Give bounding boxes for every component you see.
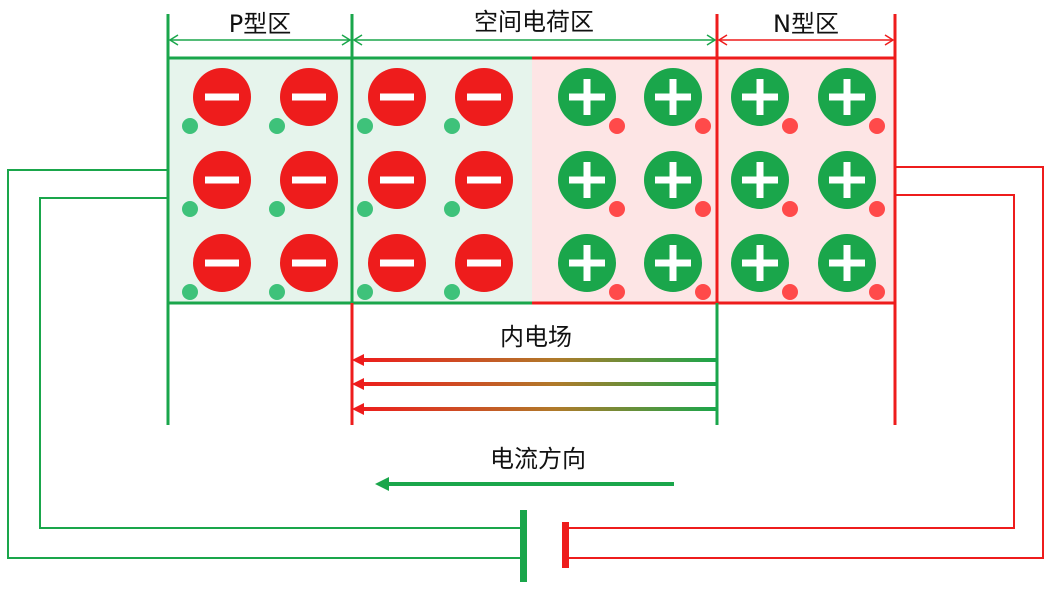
hole-dot (444, 201, 460, 217)
region-outlines (166, 14, 897, 425)
wire-outer-n (569, 166, 1044, 559)
electron-dot (695, 201, 711, 217)
electron-dot (695, 284, 711, 300)
electron-dot (869, 118, 885, 134)
minus-circle-icon (455, 234, 513, 292)
hole-dot (444, 118, 460, 134)
battery-icon (520, 510, 569, 582)
minus-circle-icon (193, 151, 251, 209)
field-arrow-head-2 (352, 378, 364, 390)
wire-inner-n (569, 194, 1015, 529)
plus-circle-icon (558, 151, 616, 209)
electron-dot (869, 201, 885, 217)
hole-dot (357, 118, 373, 134)
minus-circle-icon (368, 234, 426, 292)
electron-dot (609, 118, 625, 134)
external-circuit (7, 166, 1044, 559)
plus-circle-icon (818, 234, 876, 292)
minus-circle-icon (455, 68, 513, 126)
current-direction-label: 电流方向 (490, 445, 586, 473)
hole-dot (444, 284, 460, 300)
plus-circle-icon (818, 151, 876, 209)
hole-dot (182, 201, 198, 217)
electron-dot (609, 284, 625, 300)
electron-dot (609, 201, 625, 217)
field-arrow-line-1 (358, 358, 717, 362)
minus-circle-icon (455, 151, 513, 209)
n-region-label: N型区 (773, 10, 839, 38)
hole-dot (182, 118, 198, 134)
battery-short-plate (562, 522, 569, 568)
hole-dot (269, 201, 285, 217)
wire-inner-p (39, 197, 520, 529)
minus-circle-icon (280, 68, 338, 126)
hole-dot (182, 284, 198, 300)
current-direction-arrow (375, 477, 674, 491)
hole-dot (269, 284, 285, 300)
battery-long-plate (520, 510, 527, 582)
minus-circle-icon (193, 68, 251, 126)
electron-dot (782, 284, 798, 300)
electron-dot (695, 118, 711, 134)
field-arrow-head-1 (352, 354, 364, 366)
plus-circle-icon (558, 68, 616, 126)
ion-grid (182, 68, 885, 300)
internal-field-label: 内电场 (500, 323, 572, 351)
hole-dot (269, 118, 285, 134)
plus-circle-icon (644, 151, 702, 209)
field-arrow-head-3 (352, 403, 364, 415)
minus-circle-icon (193, 234, 251, 292)
plus-circle-icon (558, 234, 616, 292)
depletion-region-label: 空间电荷区 (474, 8, 594, 36)
minus-circle-icon (280, 151, 338, 209)
hole-dot (357, 201, 373, 217)
plus-circle-icon (644, 234, 702, 292)
wire-outer-p (7, 169, 520, 559)
field-arrow-line-2 (358, 382, 717, 386)
field-arrow-line-3 (358, 407, 717, 411)
plus-circle-icon (644, 68, 702, 126)
plus-circle-icon (731, 68, 789, 126)
p-region-label: P型区 (229, 10, 291, 38)
electron-dot (782, 118, 798, 134)
electron-dot (869, 284, 885, 300)
hole-dot (357, 284, 373, 300)
electron-dot (782, 201, 798, 217)
plus-circle-icon (731, 234, 789, 292)
plus-circle-icon (731, 151, 789, 209)
minus-circle-icon (368, 151, 426, 209)
minus-circle-icon (280, 234, 338, 292)
internal-field-arrows (352, 354, 717, 415)
region-width-arrows (168, 34, 895, 46)
plus-circle-icon (818, 68, 876, 126)
minus-circle-icon (368, 68, 426, 126)
